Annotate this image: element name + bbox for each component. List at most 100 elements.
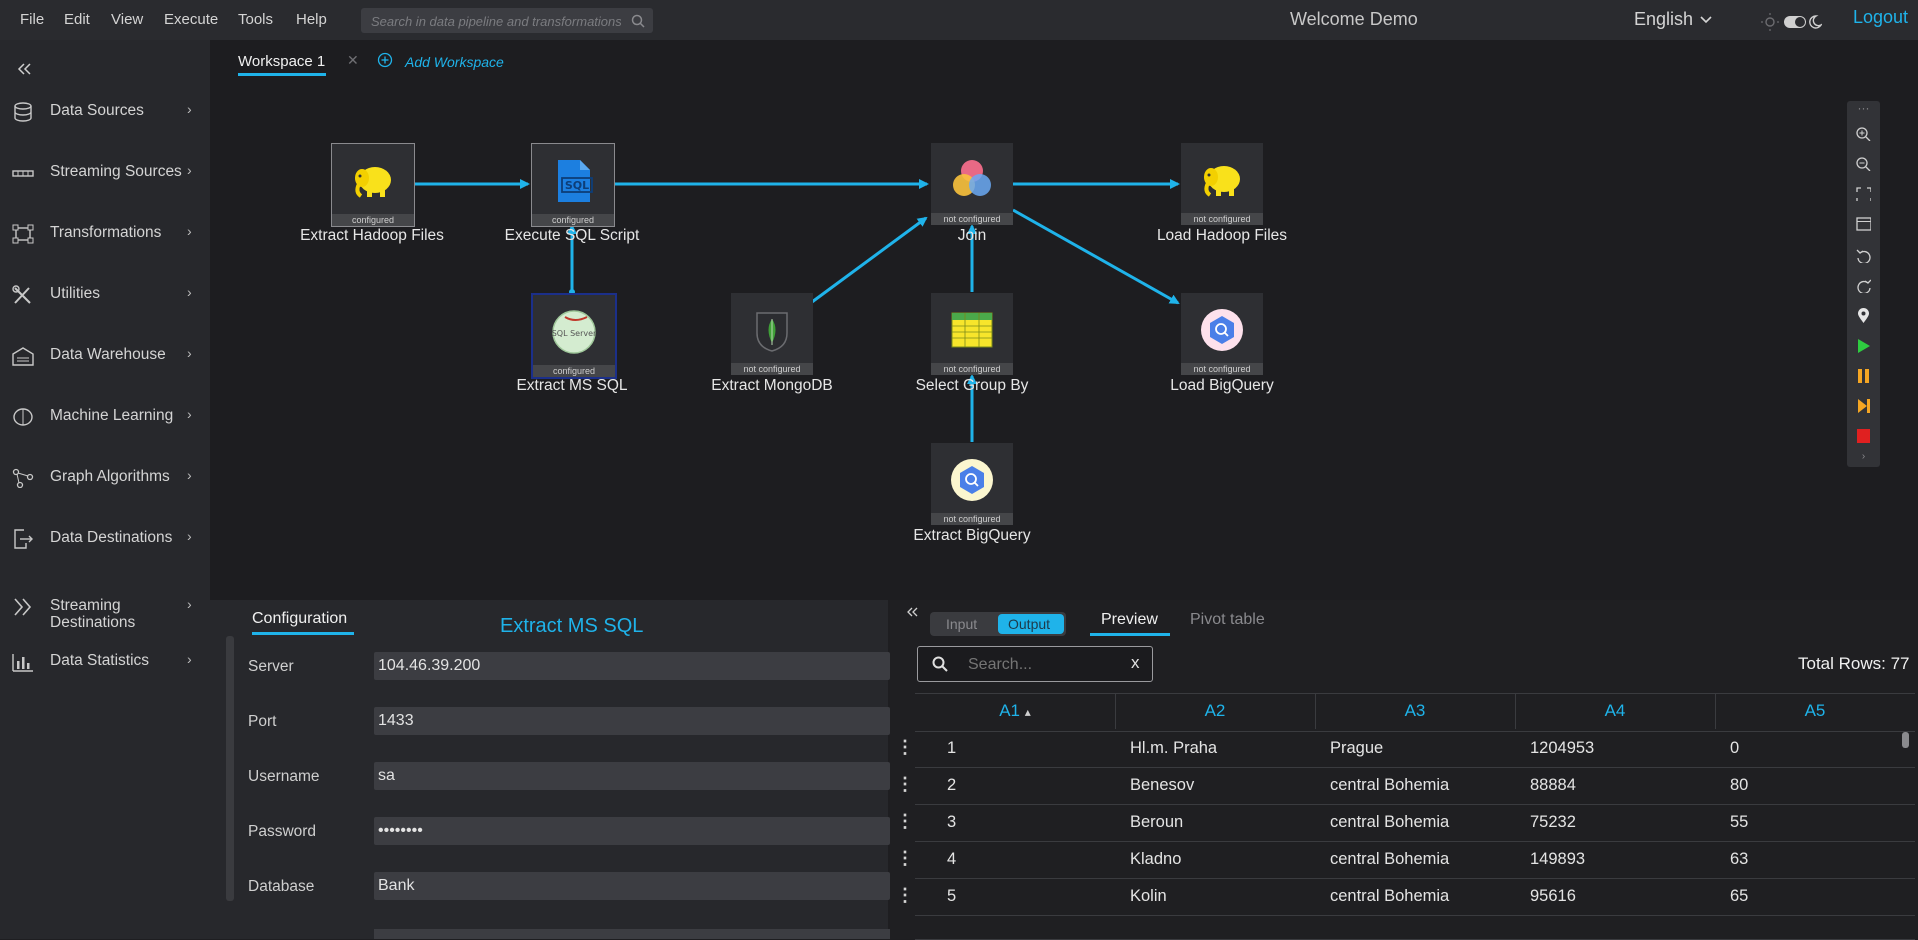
sidebar-item-data-destinations[interactable]: Data Destinations › — [0, 519, 210, 559]
sort-ascending-icon: ▴ — [1024, 705, 1031, 719]
theme-toggle[interactable] — [1760, 12, 1822, 32]
node-extract-mongodb[interactable]: not configured — [731, 293, 813, 375]
menu-execute[interactable]: Execute — [164, 11, 219, 28]
clear-search-button[interactable]: x — [1131, 653, 1140, 672]
node-extract-ms-sql[interactable]: SQL Server configured — [531, 293, 617, 379]
search-input[interactable] — [369, 8, 623, 35]
table-row[interactable]: ⋮ 5 Kolin central Bohemia 95616 65 — [896, 879, 1915, 916]
table-cell: central Bohemia — [1330, 887, 1450, 905]
tab-preview[interactable]: Preview — [1101, 611, 1158, 628]
table-row[interactable]: ⋮ 2 Benesov central Bohemia 88884 80 — [896, 768, 1915, 805]
node-label: Execute SQL Script — [504, 227, 640, 244]
table-row[interactable]: ⋮ 3 Beroun central Bohemia 75232 55 — [896, 805, 1915, 842]
language-select[interactable]: English — [1634, 9, 1694, 29]
menu-edit[interactable]: Edit — [64, 11, 90, 28]
sidebar-item-data-statistics[interactable]: Data Statistics › — [0, 642, 210, 682]
sidebar-item-data-warehouse[interactable]: Data Warehouse › — [0, 336, 210, 376]
node-extract-bigquery[interactable]: not configured — [931, 443, 1013, 525]
window-icon[interactable] — [1847, 211, 1880, 237]
location-icon[interactable] — [1847, 303, 1880, 329]
table-field-partial[interactable] — [374, 929, 890, 939]
add-icon[interactable] — [377, 52, 393, 68]
toolbar-expand-icon[interactable]: › — [1861, 451, 1866, 462]
column-header-a1[interactable]: A1 ▴ — [915, 693, 1116, 729]
row-menu-icon[interactable]: ⋮ — [896, 774, 914, 794]
row-menu-icon[interactable]: ⋮ — [896, 885, 914, 905]
config-scrollbar[interactable] — [226, 636, 234, 901]
brain-icon — [13, 408, 33, 426]
column-header-a5[interactable]: A5 — [1715, 693, 1915, 729]
top-menu-bar: File Edit View Execute Tools Help Welcom… — [0, 0, 1918, 40]
redo-icon[interactable] — [1847, 273, 1880, 299]
node-execute-sql-script[interactable]: SQL configured — [531, 143, 615, 227]
row-menu-icon[interactable]: ⋮ — [896, 737, 914, 757]
database-field[interactable] — [374, 872, 890, 900]
table-row-partial[interactable] — [915, 916, 1915, 940]
svg-text:SQL: SQL — [565, 179, 589, 192]
node-load-bigquery[interactable]: not configured — [1181, 293, 1263, 375]
add-workspace-button[interactable]: Add Workspace — [405, 54, 504, 70]
node-select-group-by[interactable]: not configured — [931, 293, 1013, 375]
pipeline-canvas[interactable]: Workspace 1 ✕ Add Workspace configured E… — [210, 40, 1918, 600]
node-join[interactable]: not configured — [931, 143, 1013, 225]
sidebar-item-streaming-sources[interactable]: Streaming Sources › — [0, 153, 210, 193]
port-field[interactable] — [374, 707, 890, 735]
password-field[interactable] — [374, 817, 890, 845]
zoom-in-icon[interactable] — [1847, 121, 1880, 147]
table-cell: 63 — [1730, 850, 1749, 868]
collapse-sidebar-icon[interactable] — [17, 63, 31, 75]
menu-help[interactable]: Help — [296, 11, 327, 28]
search-icon[interactable] — [932, 656, 948, 672]
node-extract-hadoop-files[interactable]: configured — [331, 143, 415, 227]
table-row[interactable]: ⋮ 4 Kladno central Bohemia 149893 63 — [896, 842, 1915, 879]
server-field[interactable] — [374, 652, 890, 680]
tab-workspace-1[interactable]: Workspace 1 — [238, 53, 326, 70]
undo-icon[interactable] — [1847, 243, 1880, 269]
node-status: configured — [532, 214, 614, 226]
sidebar-item-utilities[interactable]: Utilities › — [0, 275, 210, 315]
zoom-out-icon[interactable] — [1847, 151, 1880, 177]
node-status: not configured — [731, 363, 813, 375]
sidebar-item-transformations[interactable]: Transformations › — [0, 214, 210, 254]
step-icon[interactable] — [1847, 393, 1880, 419]
collapse-panel-icon[interactable] — [907, 607, 919, 617]
chevron-right-icon: › — [187, 467, 192, 483]
run-icon[interactable] — [1847, 333, 1880, 359]
toggle-input[interactable]: Input — [946, 616, 978, 632]
pause-icon[interactable] — [1847, 363, 1880, 389]
node-load-hadoop-files[interactable]: not configured — [1181, 143, 1263, 225]
toggle-output-active[interactable] — [998, 614, 1064, 634]
sidebar-item-data-sources[interactable]: Data Sources › — [0, 92, 210, 132]
stop-icon[interactable] — [1847, 423, 1880, 449]
database-icon — [14, 102, 32, 122]
username-field[interactable] — [374, 762, 890, 790]
tab-configuration[interactable]: Configuration — [252, 610, 348, 627]
sidebar-item-graph-algorithms[interactable]: Graph Algorithms › — [0, 458, 210, 498]
menu-view[interactable]: View — [111, 11, 144, 28]
table-cell: Benesov — [1130, 776, 1195, 794]
search-icon[interactable] — [631, 14, 645, 28]
menu-file[interactable]: File — [20, 11, 45, 28]
sidebar-item-machine-learning[interactable]: Machine Learning › — [0, 397, 210, 437]
preview-search-input[interactable] — [966, 653, 1120, 677]
more-icon[interactable]: ··· — [1857, 101, 1870, 115]
node-status: not configured — [931, 213, 1013, 225]
sidebar-item-label: Machine Learning — [50, 407, 174, 424]
table-scrollbar[interactable] — [1902, 732, 1909, 748]
fit-screen-icon[interactable] — [1847, 181, 1880, 207]
column-header-a3[interactable]: A3 — [1315, 693, 1516, 729]
column-header-a2[interactable]: A2 — [1115, 693, 1316, 729]
row-menu-icon[interactable]: ⋮ — [896, 811, 914, 831]
close-tab-icon[interactable]: ✕ — [347, 52, 359, 68]
sidebar-item-streaming-destinations[interactable]: Streaming Destinations › — [0, 587, 210, 631]
bigquery-icon — [951, 459, 993, 501]
menu-tools[interactable]: Tools — [238, 11, 274, 28]
toggle-output[interactable]: Output — [1008, 616, 1051, 632]
column-header-a4[interactable]: A4 — [1515, 693, 1716, 729]
column-header-label: A2 — [1204, 701, 1226, 720]
tab-pivot-table[interactable]: Pivot table — [1190, 611, 1265, 628]
row-menu-icon[interactable]: ⋮ — [896, 848, 914, 868]
logout-link[interactable]: Logout — [1853, 7, 1909, 27]
table-row[interactable]: ⋮ 1 Hl.m. Praha Prague 1204953 0 — [896, 731, 1915, 768]
table-cell: 0 — [1730, 739, 1740, 757]
